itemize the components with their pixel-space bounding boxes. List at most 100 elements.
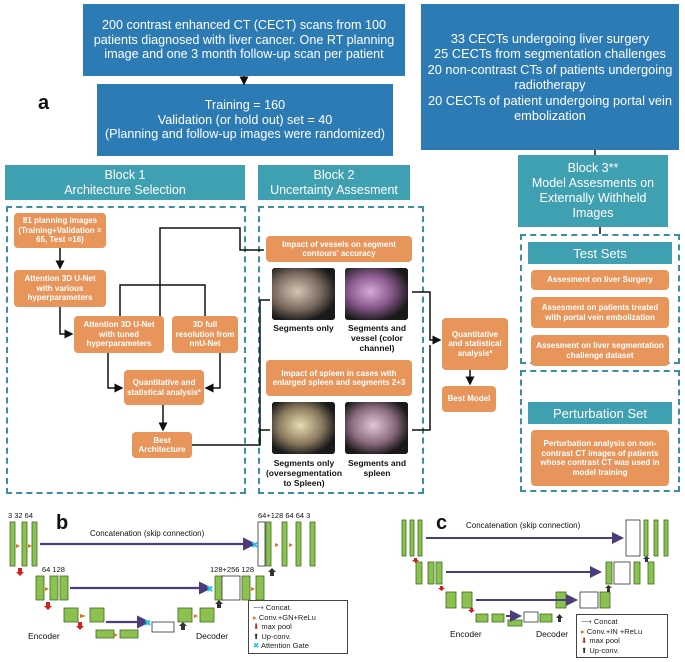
c-enc4-block1 [475, 613, 489, 623]
c-legend-upconv: ⬆ Up-conv. [581, 645, 619, 655]
perturbation-box: Perturbation analysis on non-contrast CT… [531, 430, 669, 486]
perturbation-title-text: Perturbation Set [553, 405, 647, 421]
planning-images-text: 81 planning images (Training+Validation … [18, 216, 102, 245]
b-upconv-3 [268, 568, 276, 576]
c-upconv-3 [643, 556, 650, 562]
c-maxpool-1 [412, 558, 419, 563]
external-datasets-box: 33 CECTs undergoing liver surgery 25 CEC… [421, 4, 679, 150]
best-model-box: Best Model [442, 386, 496, 412]
test-sets-text: Test Sets [573, 245, 627, 261]
full-resolution-box: 3D full resolution from nnU-Net [172, 316, 238, 353]
block1-quant-text: Quantitative and statistical analysis* [127, 378, 201, 397]
b-skip-label: Concatenation (skip connection) [90, 529, 205, 538]
ct-segments-vessel-image [345, 268, 408, 320]
block2-quant-text: Quantitative and statistical analysis* [448, 329, 502, 358]
b-conv-7 [251, 587, 255, 591]
c-upconv-2 [605, 585, 612, 592]
b-legend-conv-text: Conv.+GN+ReLu [258, 612, 316, 622]
line-tuned-to-block2 [159, 227, 264, 316]
c-maxpool-3 [468, 608, 475, 613]
c-enc2-block2 [427, 561, 435, 585]
b-enc1-block1 [9, 521, 16, 567]
b-encoder-label: Encoder [28, 631, 60, 641]
b-upconv-2 [215, 600, 223, 608]
b-legend-conv: ▸ Conv.+GN+ReLu [253, 612, 316, 622]
c-legend-conv: ▸ Conv.+IN +ReLu [581, 626, 643, 636]
data-split-text: Training = 160 Validation (or hold out) … [104, 98, 385, 142]
c-dec1-block1 [643, 519, 649, 557]
panel-c-label: c [436, 512, 448, 534]
block3-title-text: Block 3** Model Assesments on Externally… [531, 161, 655, 220]
block1-title: Block 1 Architecture Selection [5, 165, 245, 200]
b-conv-6 [194, 614, 198, 618]
panel-a-label: a [38, 92, 50, 114]
c-dec2-block2 [633, 561, 641, 585]
b-legend-upconv: ⬆ Up-conv. [253, 631, 291, 641]
perturbation-title: Perturbation Set [528, 402, 672, 424]
block1-title-text: Block 1 Architecture Selection [64, 167, 186, 197]
planning-images-box: 81 planning images (Training+Validation … [14, 213, 106, 248]
segments-only-caption: Segments only [273, 323, 334, 333]
best-architecture-box: Best Architecture [132, 432, 192, 458]
c-concat-block1 [625, 519, 641, 557]
b-conv-3 [45, 587, 49, 591]
c-bottleneck [507, 619, 523, 627]
b-legend-maxpool-text: max pool [261, 622, 292, 631]
b-dec1-block1 [265, 521, 272, 567]
b-dec1-block2 [281, 521, 288, 567]
best-model-text: Best Model [447, 394, 491, 404]
portal-vein-box: Assesment on patients treated with porta… [531, 297, 669, 328]
b-attention-gate-1: ✖ [251, 541, 259, 551]
c-legend-conv-text: Conv.+IN +ReLu [586, 626, 643, 636]
b-conv-1 [16, 544, 20, 548]
dataset-description-box: 200 contrast enhanced CT (CECT) scans fr… [83, 4, 405, 76]
test-sets-title: Test Sets [528, 242, 672, 264]
c-concat-block3 [579, 591, 599, 609]
c-legend-upconv-text: Up-conv. [589, 645, 619, 655]
c-legend-concat: ⟶ Concat [581, 617, 618, 626]
b-maxpool-1 [16, 568, 24, 576]
c-enc1-block3 [417, 519, 423, 557]
b-upconv-1 [179, 622, 187, 630]
ct-segments-spleen-image [345, 402, 408, 454]
b-conv-4 [80, 614, 86, 618]
c-encoder-label: Encoder [450, 629, 482, 639]
c-upconv-1 [556, 614, 563, 622]
block1-quant-box: Quantitative and statistical analysis* [124, 370, 204, 405]
b-channels-64-128: 64 128 [42, 565, 65, 574]
b-conv-2 [28, 544, 32, 548]
arrow-fullres-to-quant [204, 353, 221, 393]
b-legend-upconv-text: Up-conv. [261, 631, 291, 641]
b-dec1-block3 [295, 521, 302, 567]
b-attention-gate-2: ✖ [206, 585, 214, 595]
block3-perturb-container [520, 370, 680, 492]
arrow-tuned-to-quant [107, 353, 124, 393]
c-dec1-block3 [663, 519, 669, 557]
c-legend-concat-text: Concat [593, 617, 618, 626]
c-dec2-block1 [605, 561, 613, 585]
liver-surgery-box: Assesment on liver Surgery [531, 270, 669, 290]
b-enc3-block1 [63, 607, 79, 623]
c-enc1-block1 [401, 519, 407, 557]
c-enc2-block3 [435, 561, 443, 585]
b-legend-concat-text: Concat. [265, 603, 292, 612]
c-legend-maxpool-text: max pool [589, 636, 620, 645]
b-attention-gate-3: ✖ [144, 619, 152, 629]
c-enc1-block2 [409, 519, 415, 557]
line-best-to-block2 [192, 299, 270, 446]
b-enc2-block3 [59, 575, 69, 601]
best-architecture-text: Best Architecture [138, 435, 186, 455]
c-enc2-block1 [415, 561, 423, 585]
data-split-box: Training = 160 Validation (or hold out) … [97, 84, 393, 156]
segments-vessel-caption: Segments and vessel (color channel) [347, 323, 407, 353]
b-bottleneck-block2 [119, 629, 139, 639]
ct-oversegmentation-image [272, 402, 335, 454]
c-enc3-block1 [445, 591, 457, 609]
c-decoder-label: Decoder [536, 629, 569, 639]
vessel-impact-box: Impact of vessels on segment contours' a… [266, 236, 412, 262]
c-dec1-block2 [653, 519, 659, 557]
b-legend: ⟶ Concat. ▸ Conv.+GN+ReLu ⬇ max pool ⬆ U… [248, 600, 348, 654]
b-channels-mid-right: 128+256 128 [210, 565, 255, 574]
